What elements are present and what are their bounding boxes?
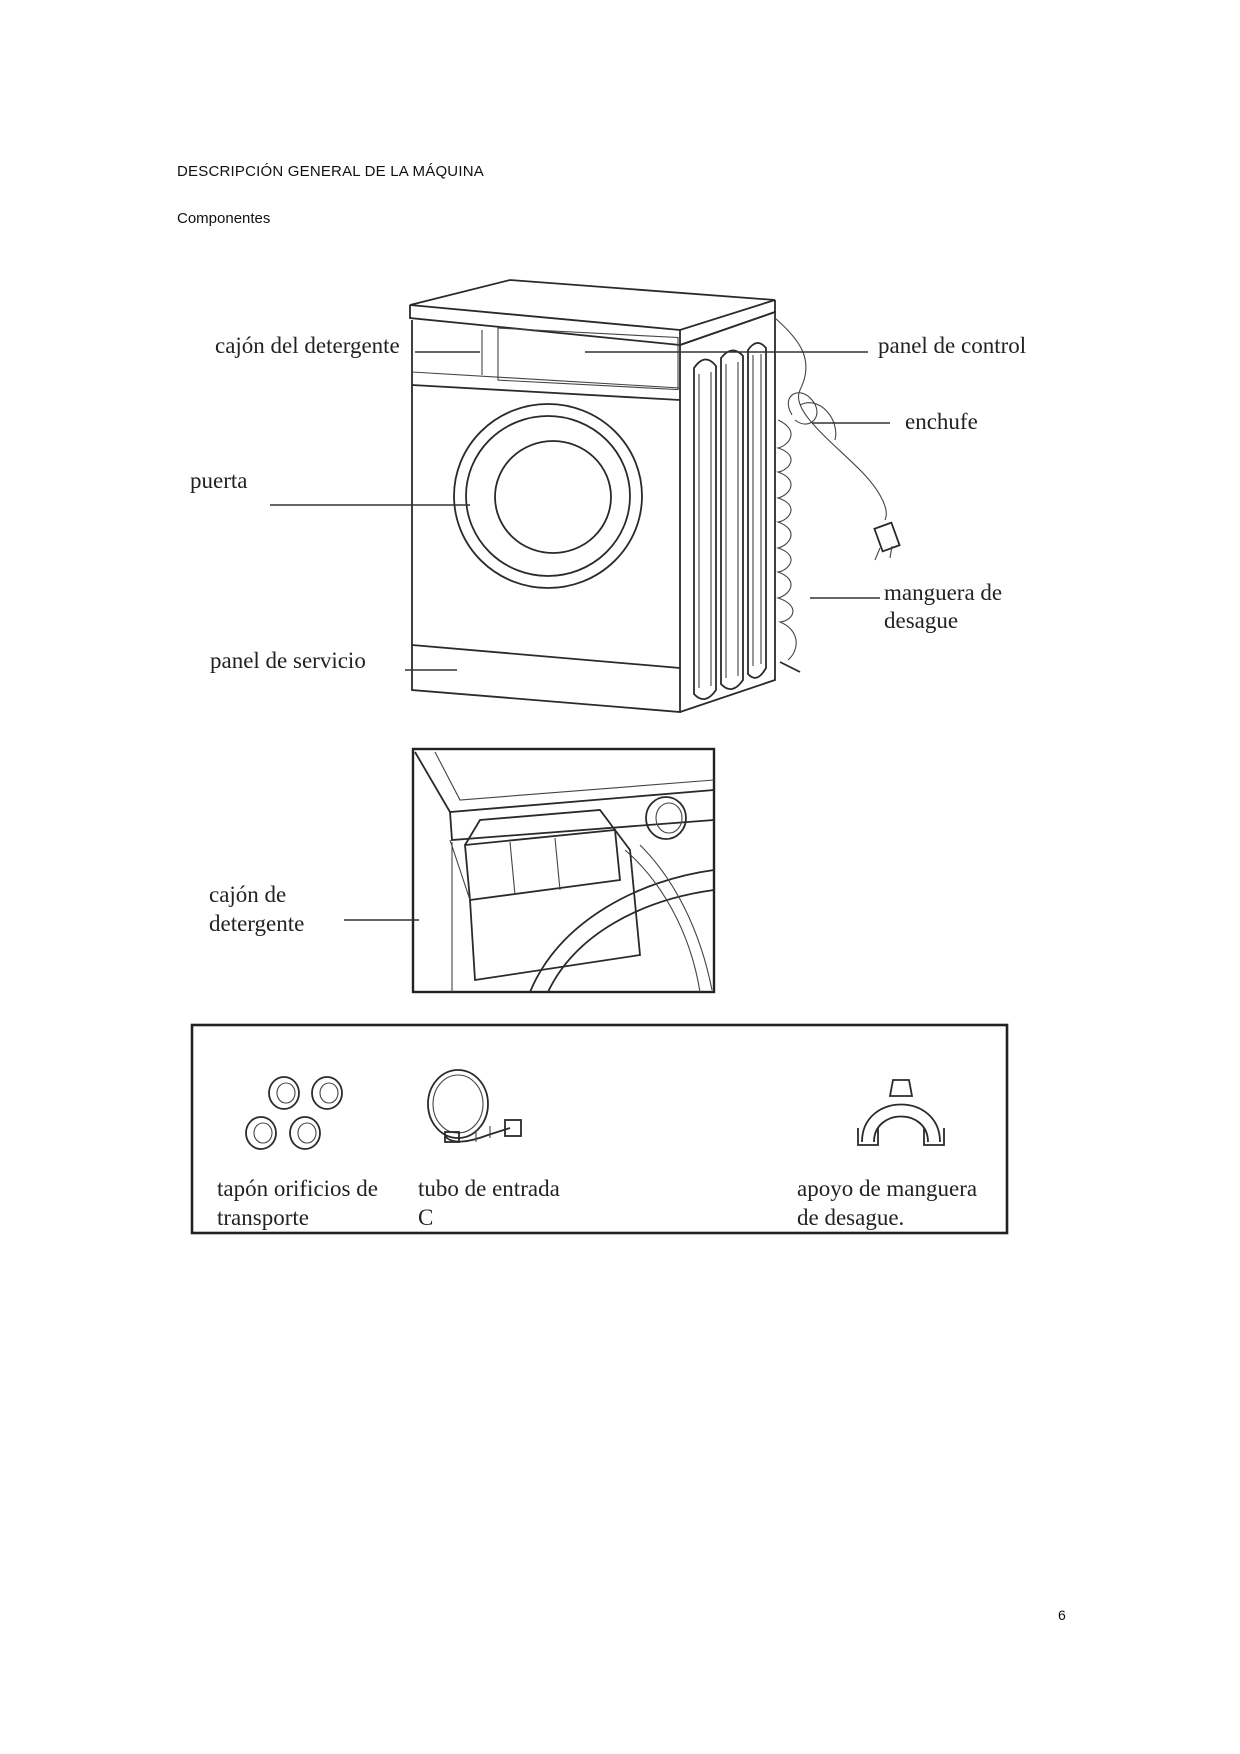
label-inlet-hose-line1: tubo de entrada [418,1176,560,1201]
label-door: puerta [190,468,247,493]
drawer-detail-illustration [411,747,716,994]
hose-support-icon [857,1079,945,1146]
label-hose-support-line1: apoyo de manguera [797,1176,977,1201]
label-service-panel: panel de servicio [210,648,366,673]
label-plug: enchufe [905,409,978,434]
page-heading: DESCRIPCIÓN GENERAL DE LA MÁQUINA [177,163,484,180]
label-drawer-detail-line1: cajón de [209,882,286,907]
label-detergent-drawer: cajón del detergente [215,333,400,358]
label-drain-hose-line1: manguera de [884,580,1002,605]
label-hose-support-line2: de desague. [797,1205,904,1230]
label-inlet-hose-line2: C [418,1205,433,1230]
leader-lines [270,351,890,671]
label-drawer-detail-line2: detergente [209,911,304,936]
inlet-hose-icon [427,1069,522,1143]
page-number: 6 [1058,1607,1066,1623]
section-subheading: Componentes [177,210,271,227]
label-transport-caps-line2: transporte [217,1205,309,1230]
transport-caps-icon [245,1076,343,1150]
accessories-box [190,1023,1009,1235]
label-transport-caps-line1: tapón orificios de [217,1176,378,1201]
label-control-panel: panel de control [878,333,1026,358]
label-drain-hose-line2: desague [884,608,958,633]
washing-machine-illustration [409,279,901,713]
